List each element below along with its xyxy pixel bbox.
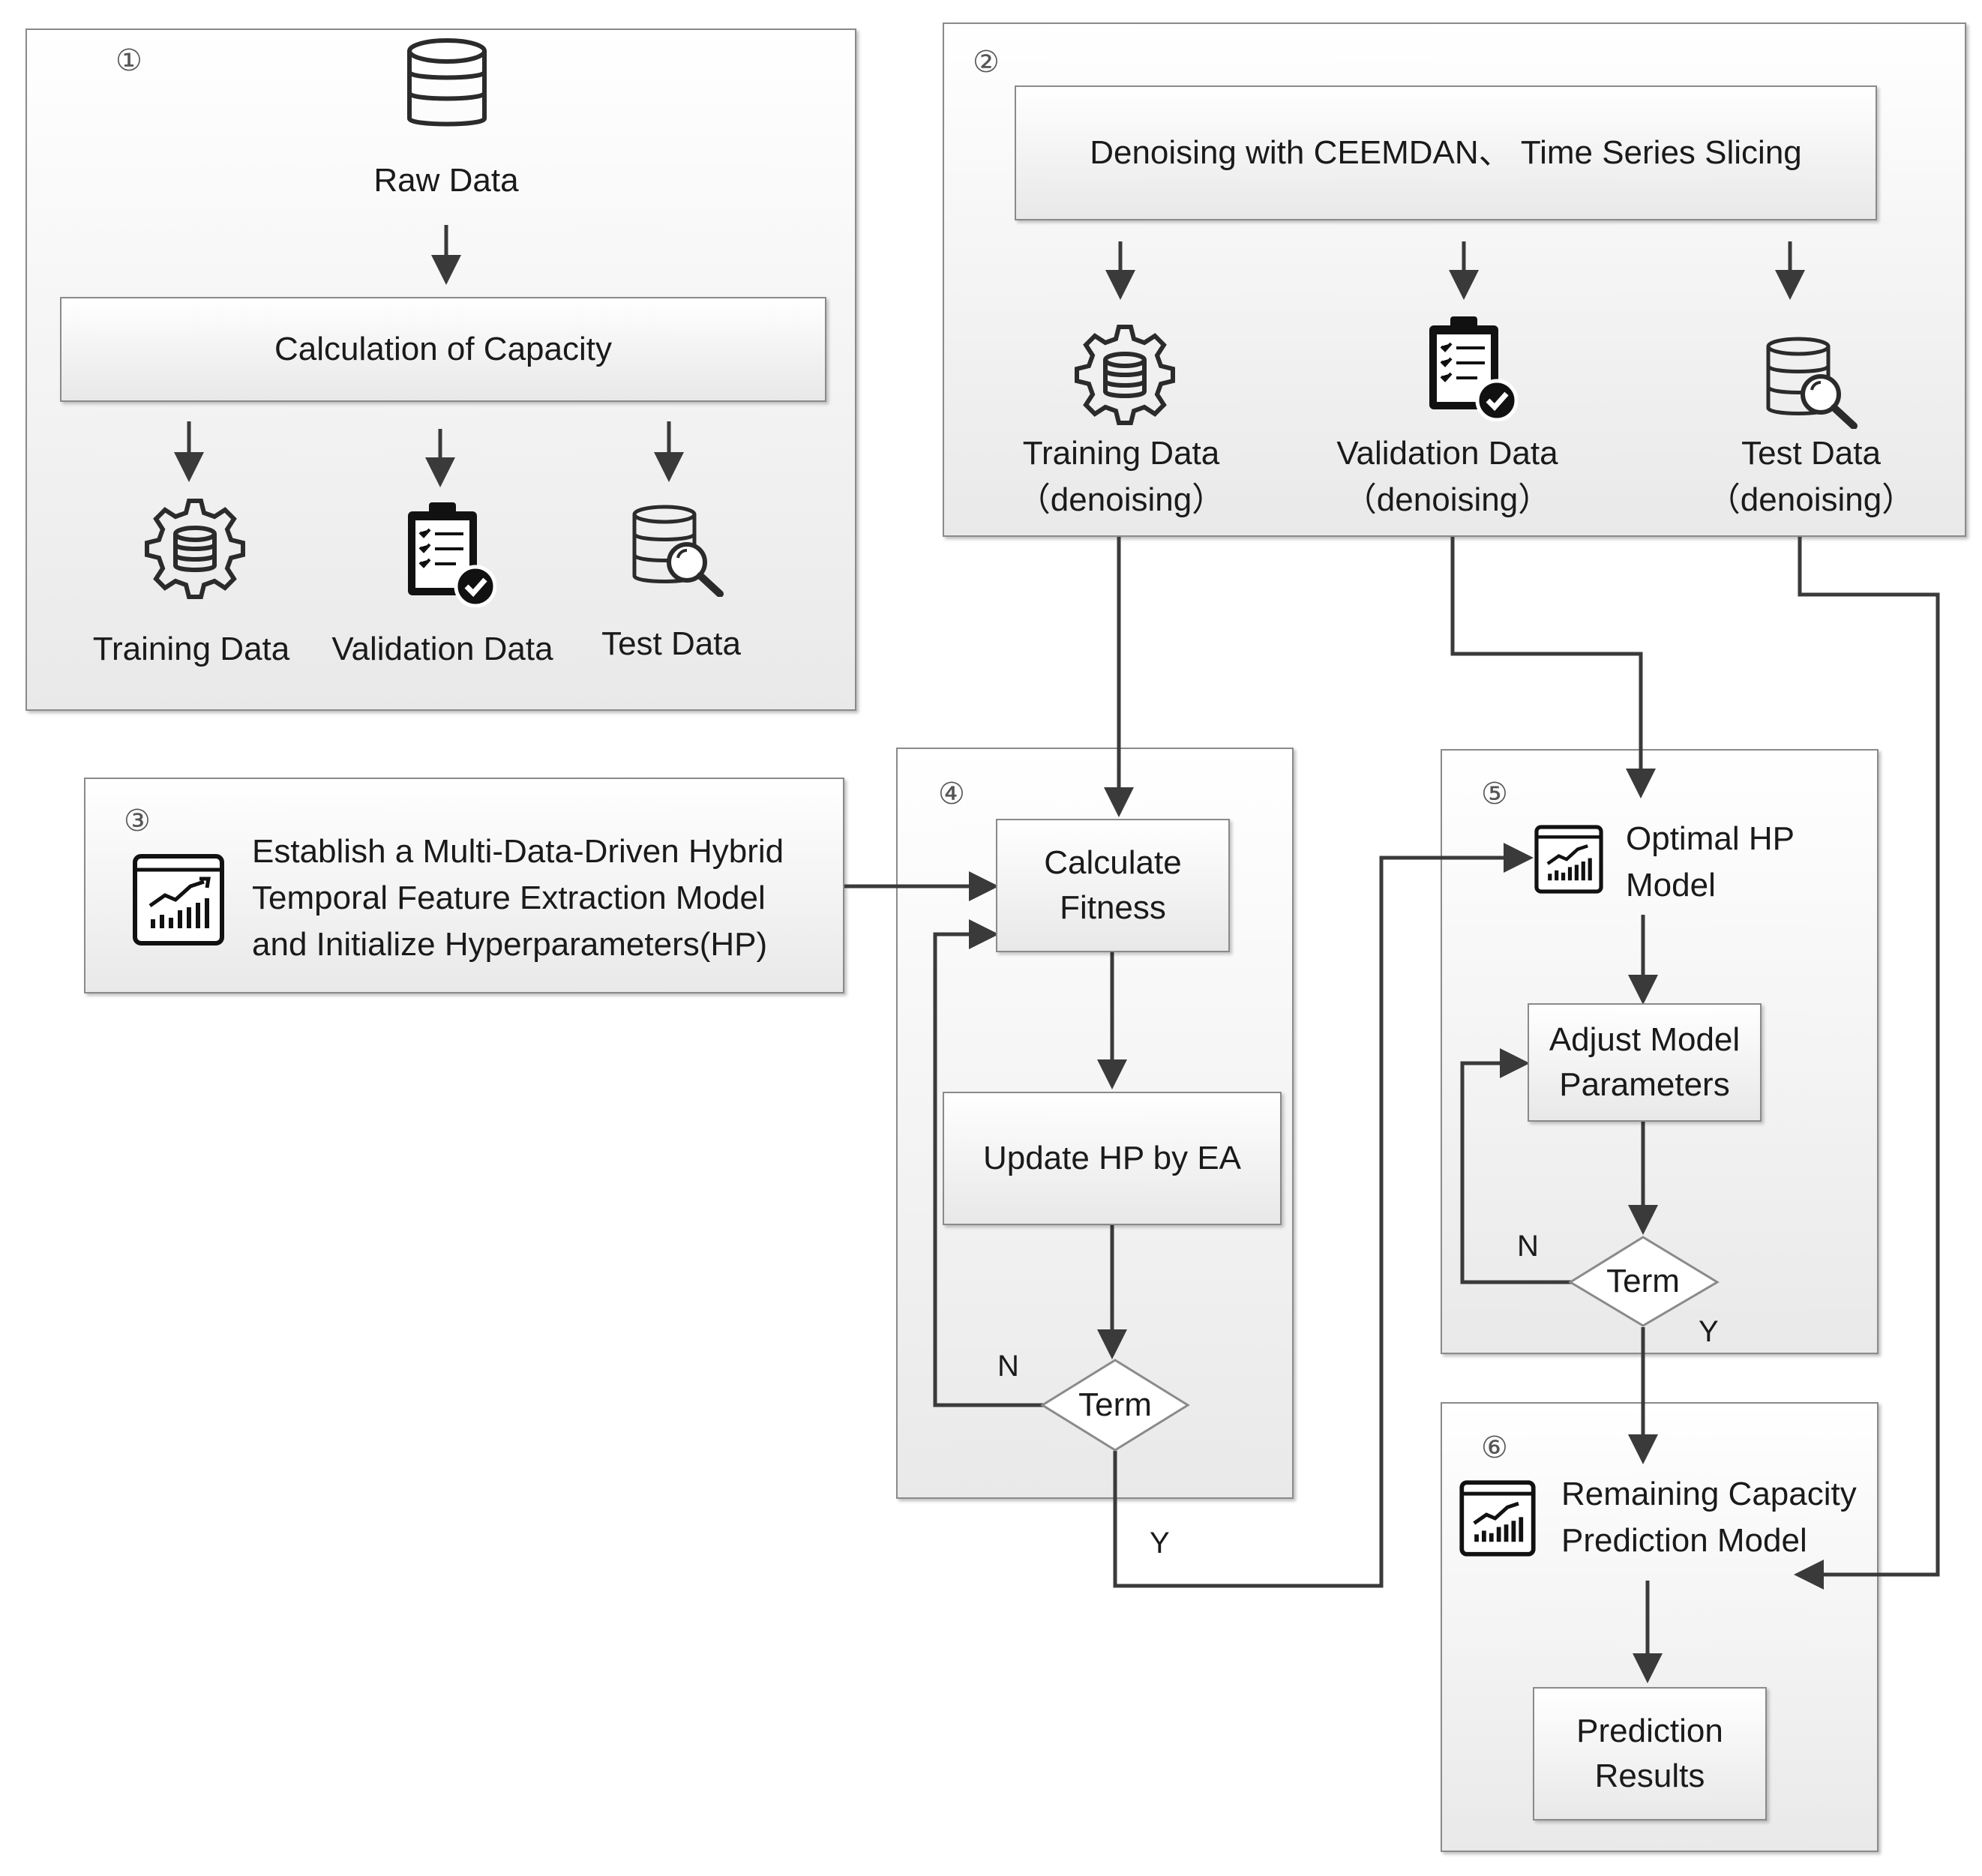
panel-4-number: ④ (938, 777, 965, 811)
database-icon (407, 38, 487, 127)
term-diamond-4 (1040, 1359, 1190, 1452)
gear-database-icon (1075, 325, 1175, 425)
chart-icon (133, 854, 224, 945)
panel-6-number: ⑥ (1481, 1431, 1508, 1465)
yes-label-5: Y (1699, 1315, 1719, 1348)
database-search-icon (632, 505, 724, 597)
no-label-5: N (1517, 1230, 1539, 1263)
training-data-label: Training Data (92, 631, 290, 667)
chart-icon (1534, 825, 1603, 894)
remaining-capacity-label: Remaining Capacity Prediction Model (1561, 1476, 1857, 1559)
panel-3-number: ③ (124, 804, 151, 838)
clipboard-check-icon (408, 502, 496, 607)
training-denoising-label: Training Data （denoising） (1017, 435, 1225, 518)
denoise-box: Denoising with CEEMDAN、 Time Series Slic… (1015, 85, 1877, 220)
database-search-icon (1766, 337, 1858, 429)
panel-2-number: ② (973, 45, 1000, 79)
chart-icon (1459, 1480, 1536, 1557)
term-diamond-5 (1568, 1236, 1720, 1327)
panel-5-number: ⑤ (1481, 777, 1508, 811)
clipboard-check-icon (1429, 316, 1518, 421)
calc-capacity-box: Calculation of Capacity (60, 297, 826, 402)
adjust-model-box: Adjust Model Parameters (1528, 1003, 1762, 1122)
calculate-fitness-box: Calculate Fitness (996, 819, 1230, 952)
optimal-hp-label: Optimal HP Model (1626, 820, 1795, 904)
test-data-label: Test Data (601, 625, 741, 662)
establish-model-text: Establish a Multi-Data-Driven Hybrid Tem… (252, 833, 784, 963)
raw-data-label: Raw Data (373, 162, 519, 199)
gear-database-icon (145, 499, 245, 599)
prediction-results-box: Prediction Results (1533, 1687, 1767, 1821)
no-label-4: N (997, 1350, 1019, 1383)
validation-denoising-label: Validation Data （denoising） (1336, 435, 1558, 518)
panel-1-number: ① (115, 43, 142, 78)
yes-label-4: Y (1150, 1527, 1170, 1560)
term-label-4: Term (1078, 1386, 1152, 1423)
term-label-5: Term (1606, 1263, 1680, 1299)
test-denoising-label: Test Data （denoising） (1707, 435, 1915, 518)
update-hp-box: Update HP by EA (943, 1092, 1282, 1225)
validation-data-label: Validation Data (331, 631, 553, 667)
